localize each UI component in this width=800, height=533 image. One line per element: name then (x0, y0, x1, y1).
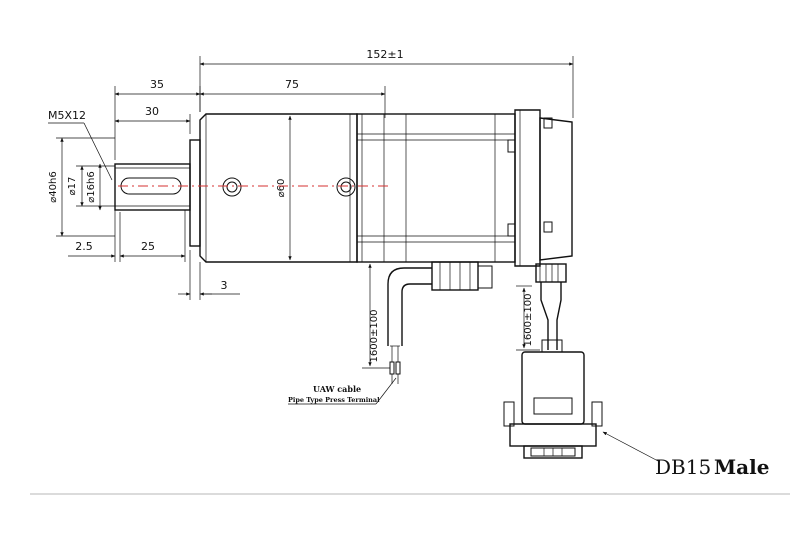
connector-gender-label: Male (714, 455, 769, 479)
key-diameter-label: ⌀17 (67, 177, 78, 196)
encoder-cable (535, 263, 567, 353)
shaft-diameter-dimension: ⌀16h6 (86, 163, 102, 211)
gearbox-body: ⌀60 (199, 113, 358, 263)
shaft-length-label: 35 (150, 78, 164, 91)
motor-body (356, 109, 573, 267)
cable-length-right-label: 1600±100 (523, 294, 534, 347)
gearbox-length-label: 75 (285, 78, 299, 91)
key-offset-label: 2.5 (75, 240, 93, 253)
cable-length-right-dimension: 1600±100 (516, 285, 540, 351)
flange-diameter-label: ⌀40h6 (48, 171, 59, 202)
flange-diameter-dimension: ⌀40h6 (48, 137, 115, 237)
flange-plate (189, 139, 201, 247)
terminal-type-label: Pipe Type Press Terminal (288, 396, 380, 404)
key-length-label: 30 (145, 105, 159, 118)
body-diameter-label: ⌀60 (276, 179, 287, 198)
power-cable (387, 261, 493, 384)
thread-label: M5X12 (48, 109, 86, 122)
overall-length-label: 152±1 (366, 48, 403, 61)
cable-callout: UAW cable Pipe Type Press Terminal (288, 377, 397, 405)
cable-name-label: UAW cable (313, 384, 361, 394)
flange-thickness-label: 3 (221, 279, 228, 292)
key-length-dimension: 30 (114, 105, 191, 134)
cable-length-left-dimension: 1600±100 (362, 261, 390, 369)
key-span-label: 25 (141, 240, 155, 253)
thread-callout: M5X12 (48, 109, 113, 181)
shaft-length-dimension: 35 (114, 78, 201, 160)
gearbox-length-dimension: 75 (199, 78, 386, 118)
shaft-diameter-label: ⌀16h6 (86, 171, 97, 202)
key-offset-dimension: 2.5 (68, 210, 121, 262)
connector-name-label: DB15 (655, 455, 711, 479)
flange-thickness-dimension: 3 (178, 250, 240, 300)
key-span-dimension: 25 (119, 210, 186, 262)
overall-length-dimension: 152±1 (199, 48, 574, 118)
output-shaft (114, 163, 191, 211)
connector-callout: DB15 Male (602, 431, 769, 479)
cable-length-left-label: 1600±100 (369, 310, 380, 363)
key-diameter-dimension: ⌀17 (67, 165, 115, 207)
db15-connector (503, 351, 603, 459)
